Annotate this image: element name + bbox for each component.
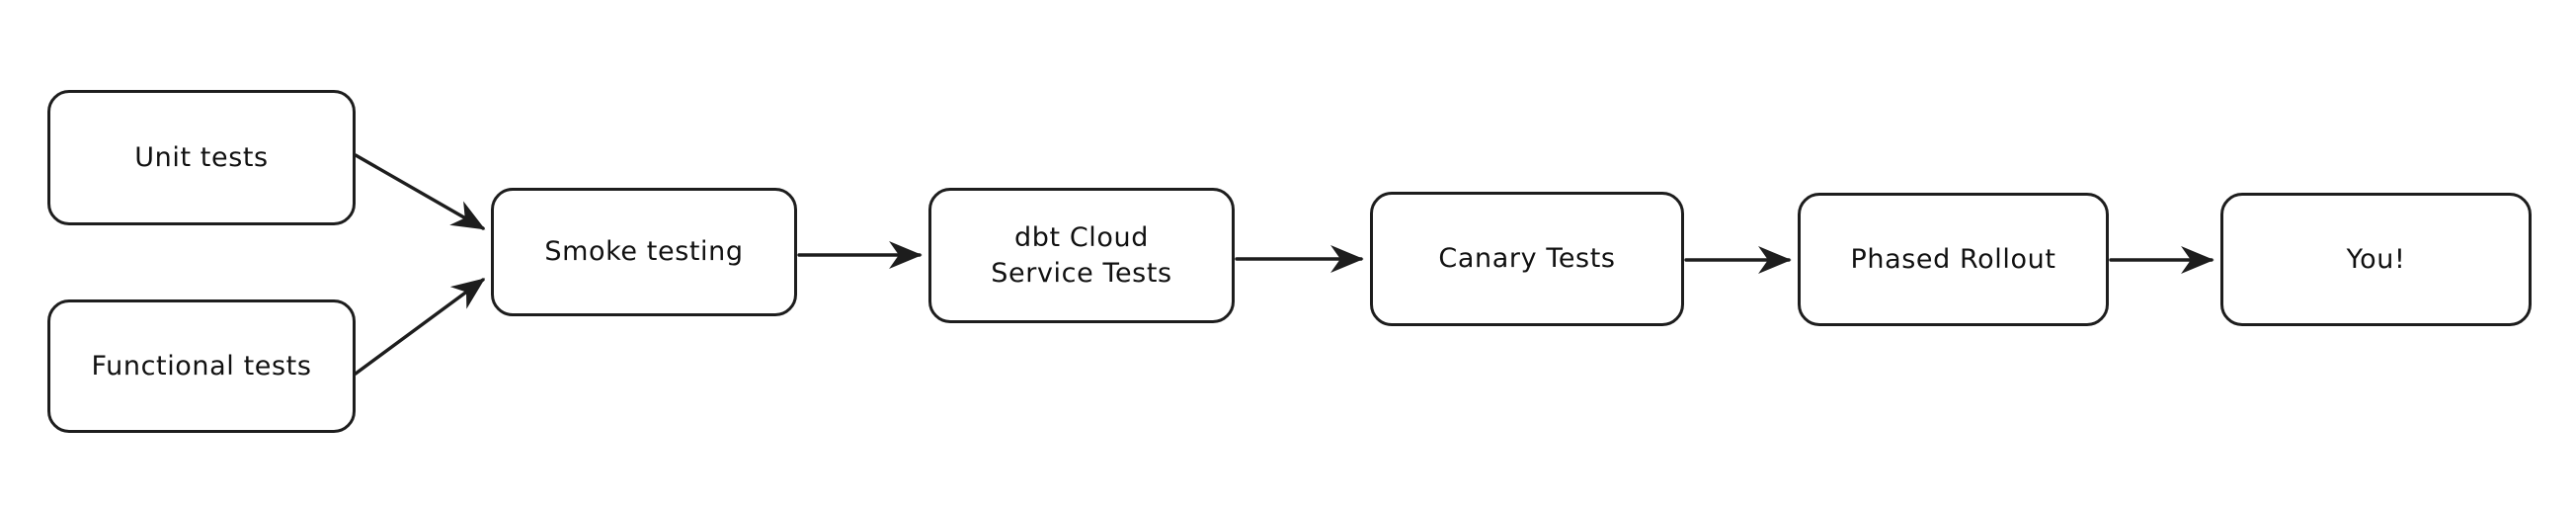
connector-unit-to-smoke [354,153,486,230]
connector-functional-to-smoke [354,278,486,376]
node-label-functional-tests: Functional tests [91,350,312,382]
node-functional-tests[interactable]: Functional tests [47,299,356,433]
node-label-canary-tests: Canary Tests [1438,243,1616,275]
node-unit-tests[interactable]: Unit tests [47,90,356,225]
node-label-smoke-testing: Smoke testing [544,236,744,268]
node-label-you: You! [2346,243,2406,275]
node-dbt-cloud-service-tests[interactable]: dbt Cloud Service Tests [928,188,1235,323]
node-phased-rollout[interactable]: Phased Rollout [1798,193,2109,326]
node-canary-tests[interactable]: Canary Tests [1370,192,1684,326]
node-label-dbt-cloud-service-tests: dbt Cloud Service Tests [991,221,1172,289]
node-you[interactable]: You! [2220,193,2532,326]
node-smoke-testing[interactable]: Smoke testing [491,188,797,316]
node-label-unit-tests: Unit tests [134,141,269,173]
node-label-phased-rollout: Phased Rollout [1850,243,2056,275]
